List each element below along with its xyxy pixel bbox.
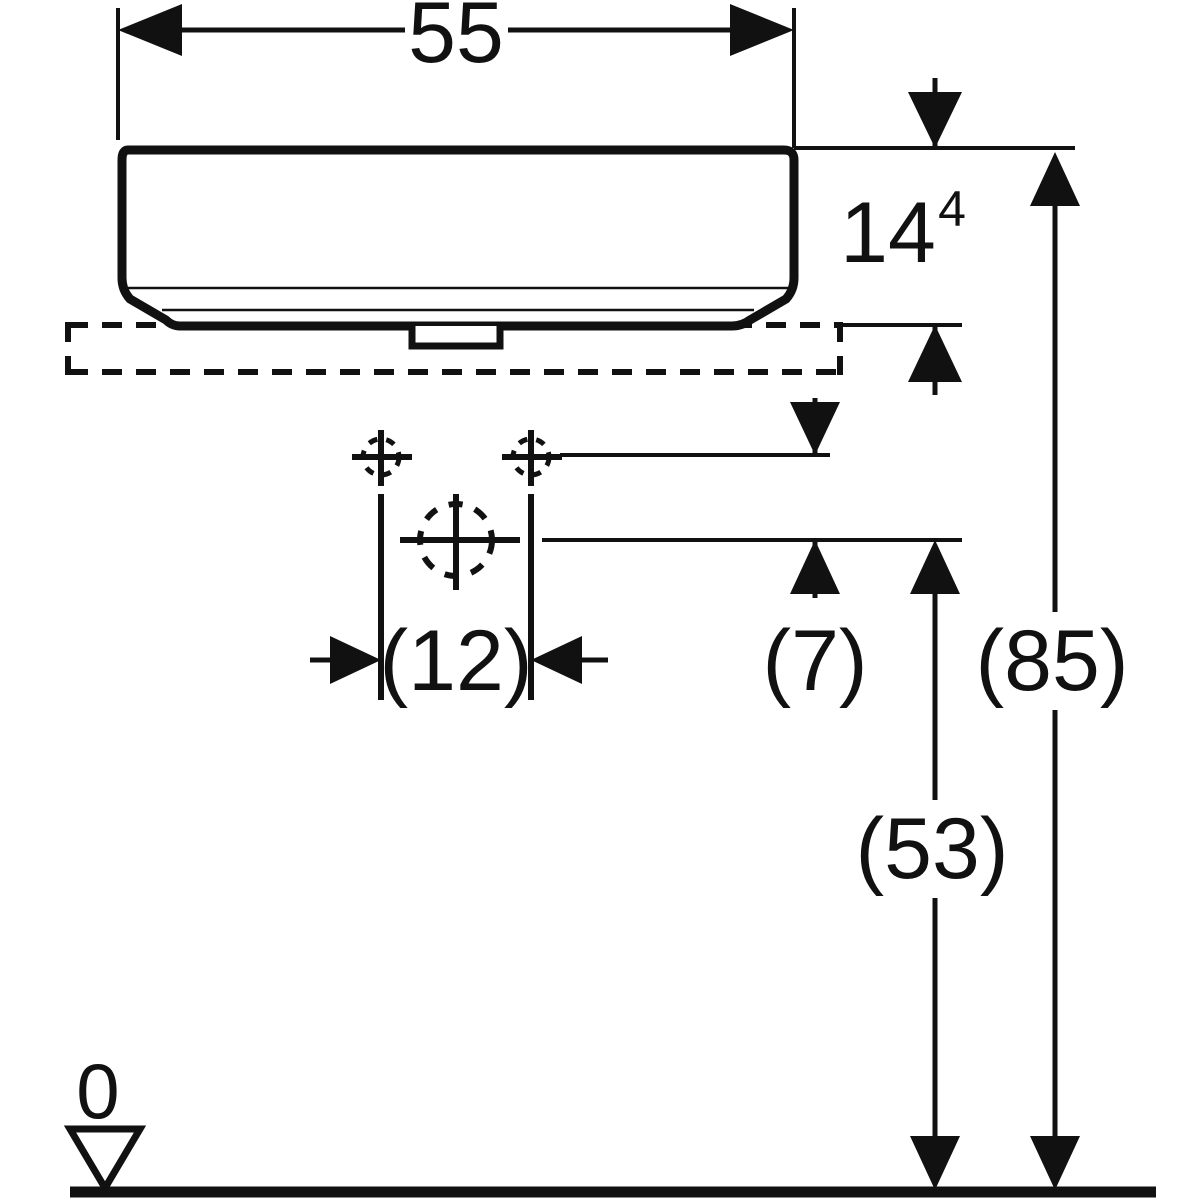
arrowhead-left-icon [118,4,182,56]
dimension-label-basin-height-superscript: 4 [938,181,966,237]
dimension-label-counter-thickness: (7) [762,613,867,709]
arrowhead-down-85-icon [1030,1136,1080,1190]
tap-hole-group: (12) [310,430,962,709]
washbasin-profile [117,145,799,350]
tap-hole-left-centermark [352,430,412,486]
centermark-right-circle [510,436,552,478]
dimension-label-tap-spacing: (12) [380,613,533,709]
arrowhead-up-85-icon [1030,152,1080,206]
dashed-countertop-rectangle [65,322,843,375]
arrowhead-left-12-icon [531,636,582,684]
dimension-width-55: 55 [116,0,796,148]
arrowhead-up-14-icon [908,325,962,382]
dimension-basin-height-14-4: 14 4 [794,78,1075,395]
dimension-counter-height-53: (53) [856,540,1009,1190]
arrowhead-down-7-icon [790,402,840,455]
dimension-label-basin-height: 14 [840,185,936,281]
datum-triangle-icon [63,1125,147,1195]
dimension-label-width: 55 [408,0,504,81]
datum-label: 0 [76,1047,119,1135]
dimension-label-total-height: (85) [976,613,1129,709]
tap-hole-right-centermark [502,430,562,486]
arrowhead-up-7-icon [790,540,840,594]
arrowhead-up-53-icon [910,540,960,594]
dimension-label-counter-height: (53) [856,801,1009,897]
basin-outer-outline [117,145,799,331]
arrowhead-down-14-icon [908,92,962,148]
arrowhead-down-53-icon [910,1136,960,1190]
drain-outlet-tab [408,326,504,350]
drain-circle [400,494,520,590]
centermark-left-circle [360,436,402,478]
arrowhead-right-icon [730,4,794,56]
arrowhead-right-12-icon [330,636,381,684]
floor-datum-line: 0 [63,1047,1156,1198]
dimension-total-height-85: (85) [976,152,1129,1190]
